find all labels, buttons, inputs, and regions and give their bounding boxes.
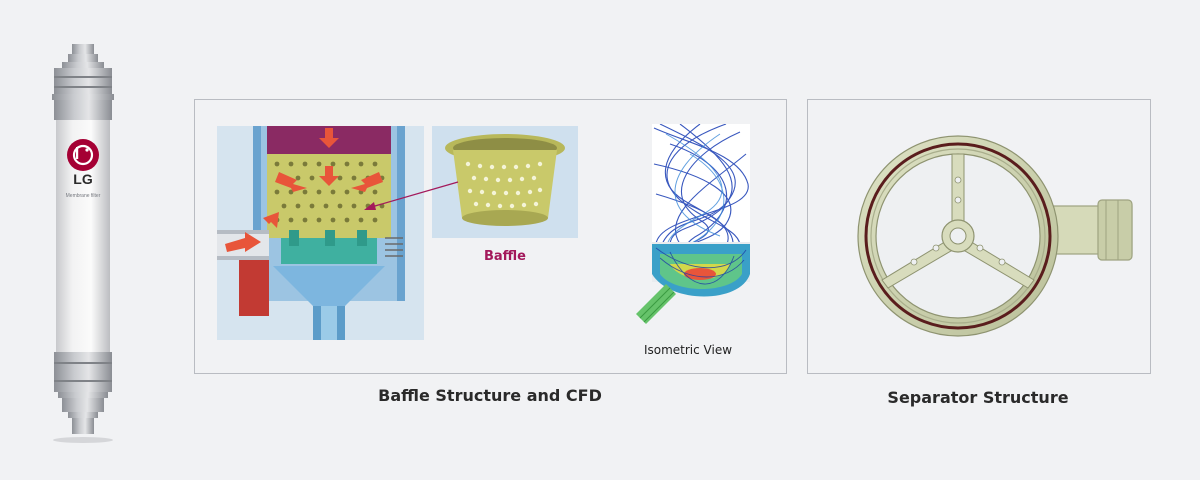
device-label: Membrane filter [65,193,101,199]
baffle-cutaway-image [217,126,424,340]
baffle-pointer-line [364,181,459,210]
baffle-callout-label: Baffle [483,249,526,264]
filter-cartridge-image [52,44,114,443]
brand-logo-text: LG [73,171,93,187]
baffle-detail-image [432,126,578,238]
baffle-structure-caption: Baffle Structure and CFD [378,386,602,405]
cfd-isometric-image [636,124,750,324]
separator-structure-caption: Separator Structure [887,388,1069,407]
lg-logo-icon [67,139,99,171]
separator-ring-image [857,135,1133,337]
isometric-view-label: Isometric View [643,343,733,357]
